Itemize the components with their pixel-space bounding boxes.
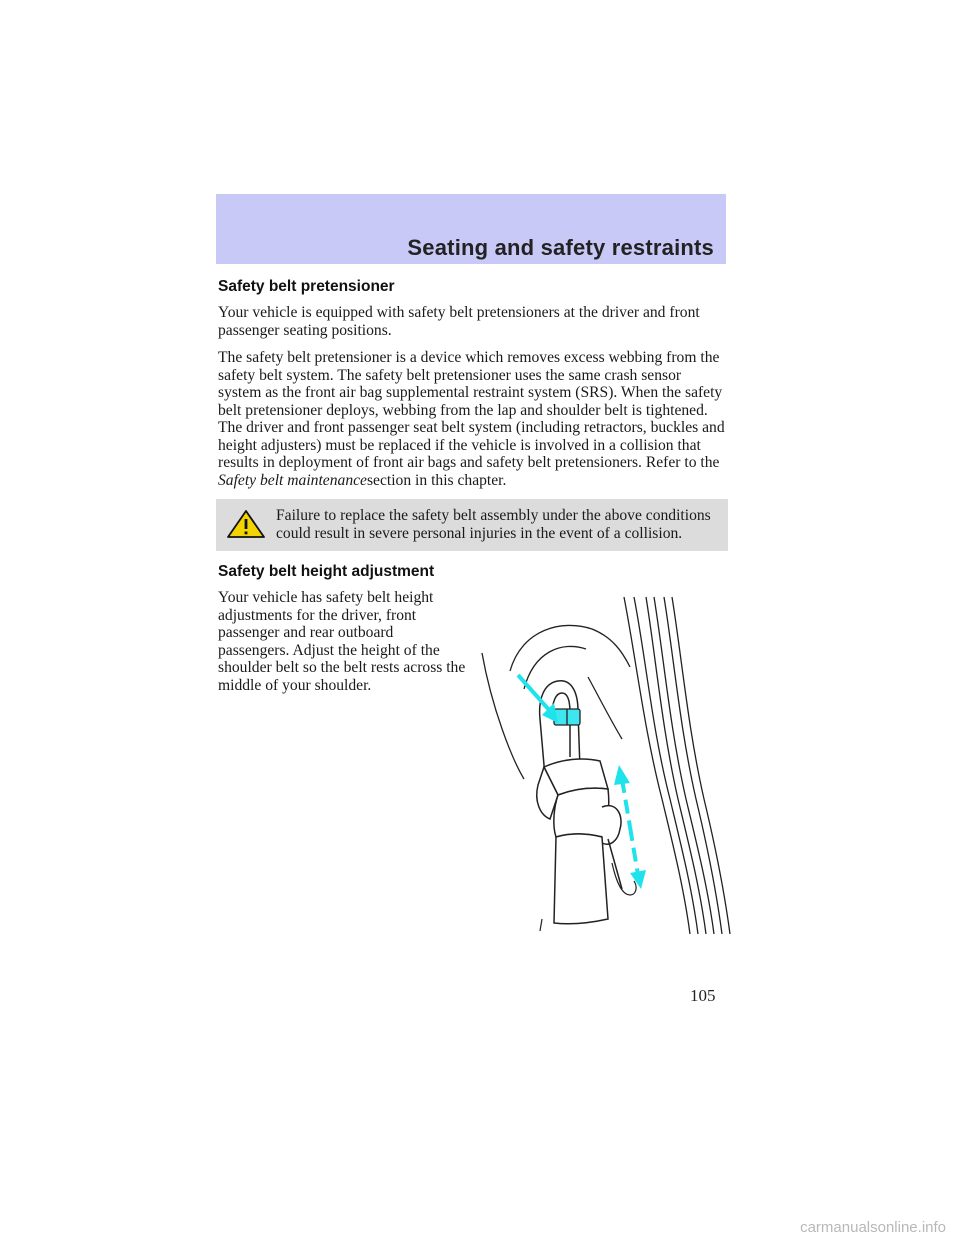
section-heading-pretensioner: Safety belt pretensioner — [218, 278, 395, 295]
seat-belt-height-adjuster-illustration — [481, 596, 731, 935]
site-watermark: carmanualsonline.info — [800, 1219, 946, 1236]
page-number: 105 — [690, 986, 716, 1005]
warning-text: Failure to replace the safety belt assem… — [276, 507, 711, 542]
height-adjustment-paragraph: Your vehicle has safety belt height adju… — [218, 589, 466, 694]
page-content: Safety belt pretensioner Your vehicle is… — [216, 278, 731, 949]
pretensioner-paragraph-1: Your vehicle is equipped with safety bel… — [218, 304, 700, 339]
height-adjustment-section: Your vehicle has safety belt height adju… — [218, 589, 731, 949]
chapter-header-band: Seating and safety restraints — [216, 194, 726, 264]
section-heading-height-adjustment: Safety belt height adjustment — [218, 563, 435, 580]
chapter-title: Seating and safety restraints — [407, 235, 714, 260]
warning-triangle-icon — [227, 510, 265, 538]
pretensioner-paragraph-2-end: section in this chapter. — [366, 471, 507, 489]
pretensioner-paragraph-2: The safety belt pretensioner is a device… — [218, 349, 726, 489]
warning-box: Failure to replace the safety belt assem… — [216, 499, 728, 551]
maintenance-section-reference: Safety belt maintenance — [218, 471, 367, 489]
pretensioner-paragraph-2-text: The safety belt pretensioner is a device… — [218, 349, 725, 471]
